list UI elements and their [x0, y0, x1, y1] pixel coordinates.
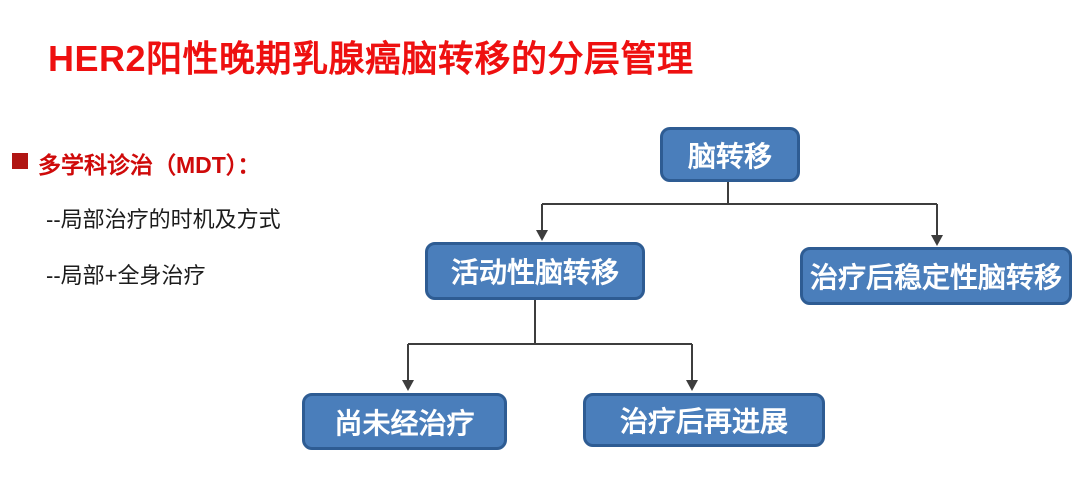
- node-progression-after-treatment-label: 治疗后再进展: [619, 406, 788, 437]
- node-brain-metastasis: 脑转移: [660, 127, 800, 182]
- bullet-square-icon: [12, 153, 28, 169]
- bullet-item-local-plus-systemic: --局部+全身治疗: [46, 263, 206, 288]
- connector-root-to-level2: [541, 182, 938, 236]
- node-not-yet-treated: 尚未经治疗: [302, 393, 507, 450]
- node-active-brain-metastasis-label: 活动性脑转移: [450, 257, 619, 288]
- node-active-brain-metastasis: 活动性脑转移: [425, 242, 645, 300]
- node-stable-brain-metastasis-label: 治疗后稳定性脑转移: [809, 262, 1062, 293]
- connector-active-to-level3: [407, 300, 693, 381]
- node-progression-after-treatment: 治疗后再进展: [583, 393, 825, 447]
- node-stable-brain-metastasis-after-treatment: 治疗后稳定性脑转移: [800, 247, 1072, 305]
- connector-active-arrowheads: [402, 380, 698, 391]
- node-not-yet-treated-label: 尚未经治疗: [334, 407, 475, 439]
- mdt-heading: 多学科诊治（MDT）：: [38, 152, 261, 178]
- bullet-item-local-therapy-timing: --局部治疗的时机及方式: [46, 207, 281, 232]
- node-brain-metastasis-label: 脑转移: [687, 140, 772, 172]
- page-title: HER2阳性晚期乳腺癌脑转移的分层管理: [48, 38, 694, 79]
